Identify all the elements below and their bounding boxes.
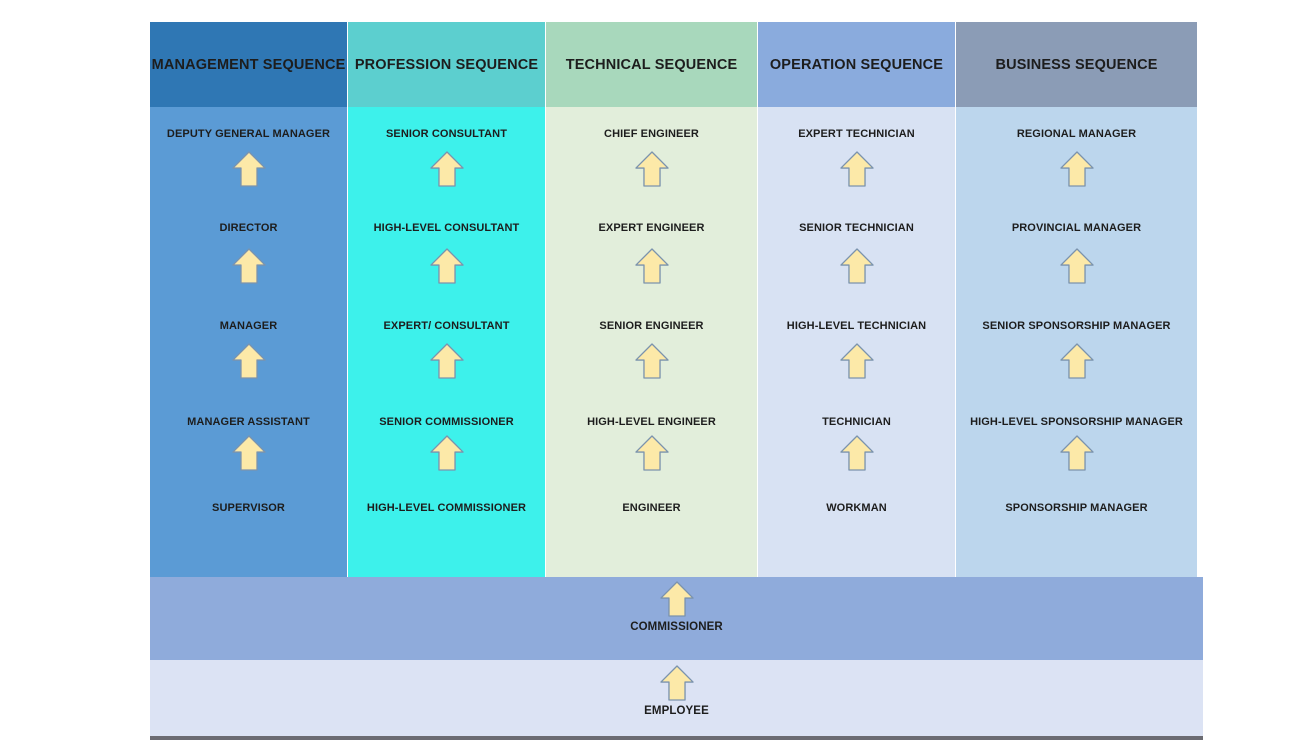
- up-arrow-icon: [429, 248, 464, 284]
- rung-label[interactable]: SENIOR COMMISSIONER: [379, 416, 514, 428]
- up-arrow-icon: [231, 343, 266, 379]
- sequence-header-label: TECHNICAL SEQUENCE: [565, 56, 738, 73]
- up-arrow-icon: [429, 151, 464, 187]
- up-arrow-icon: [839, 151, 874, 187]
- sequence-header-technical[interactable]: TECHNICAL SEQUENCE: [546, 22, 757, 107]
- sequence-header-profession[interactable]: PROFESSION SEQUENCE: [348, 22, 545, 107]
- band-commissioner: COMMISSIONER: [150, 577, 1203, 660]
- up-arrow-icon: [1059, 435, 1094, 471]
- up-arrow-icon: [839, 248, 874, 284]
- rung-label[interactable]: EXPERT/ CONSULTANT: [383, 320, 510, 332]
- rung-label[interactable]: HIGH-LEVEL CONSULTANT: [373, 222, 520, 234]
- sequence-header-management[interactable]: MANAGEMENT SEQUENCE: [150, 22, 347, 107]
- sequence-column-operation: EXPERT TECHNICIAN SENIOR TECHNICIAN HIGH-L…: [758, 107, 955, 577]
- rung-label[interactable]: MANAGER ASSISTANT: [187, 416, 310, 428]
- sequence-column-technical: CHIEF ENGINEER EXPERT ENGINEER SENIOR ENGI…: [546, 107, 757, 577]
- rung-label[interactable]: CHIEF ENGINEER: [604, 128, 699, 140]
- up-arrow-icon: [1059, 151, 1094, 187]
- sequence-header-label: MANAGEMENT SEQUENCE: [151, 56, 346, 73]
- sequence-header-operation[interactable]: OPERATION SEQUENCE: [758, 22, 955, 107]
- sequence-header-label: OPERATION SEQUENCE: [769, 56, 944, 73]
- rung-label[interactable]: DEPUTY GENERAL MANAGER: [166, 128, 331, 140]
- up-arrow-icon: [1059, 248, 1094, 284]
- up-arrow-icon: [429, 435, 464, 471]
- rung-stack: DEPUTY GENERAL MANAGER DIRECTOR MANAGER MAN…: [150, 107, 347, 577]
- band-label[interactable]: COMMISSIONER: [630, 621, 723, 633]
- sequence-columns: DEPUTY GENERAL MANAGER DIRECTOR MANAGER MAN…: [150, 107, 1203, 577]
- up-arrow-icon: [659, 665, 694, 701]
- career-sequence-diagram: MANAGEMENT SEQUENCE PROFESSION SEQUENCE TE…: [150, 22, 1203, 740]
- up-arrow-icon: [839, 343, 874, 379]
- rung-label[interactable]: EXPERT TECHNICIAN: [798, 128, 915, 140]
- band-label[interactable]: EMPLOYEE: [644, 705, 709, 717]
- rung-label[interactable]: SENIOR ENGINEER: [599, 320, 704, 332]
- up-arrow-icon: [659, 581, 694, 617]
- rung-label[interactable]: HIGH-LEVEL TECHNICIAN: [786, 320, 927, 332]
- rung-label[interactable]: TECHNICIAN: [822, 416, 891, 428]
- rung-label[interactable]: HIGH-LEVEL ENGINEER: [587, 416, 716, 428]
- up-arrow-icon: [231, 248, 266, 284]
- sequence-column-management: DEPUTY GENERAL MANAGER DIRECTOR MANAGER MAN…: [150, 107, 347, 577]
- up-arrow-icon: [634, 343, 669, 379]
- sequence-header-business[interactable]: BUSINESS SEQUENCE: [956, 22, 1197, 107]
- rung-label[interactable]: SPONSORSHIP MANAGER: [1005, 502, 1148, 514]
- rung-stack: EXPERT TECHNICIAN SENIOR TECHNICIAN HIGH-L…: [758, 107, 955, 577]
- rung-label[interactable]: SENIOR CONSULTANT: [385, 128, 508, 140]
- up-arrow-icon: [429, 343, 464, 379]
- sequence-column-business: REGIONAL MANAGER PROVINCIAL MANAGER SENIOR…: [956, 107, 1197, 577]
- rung-stack: REGIONAL MANAGER PROVINCIAL MANAGER SENIOR…: [956, 107, 1197, 577]
- up-arrow-icon: [634, 435, 669, 471]
- rung-label[interactable]: DIRECTOR: [219, 222, 278, 234]
- sequence-header-row: MANAGEMENT SEQUENCE PROFESSION SEQUENCE TE…: [150, 22, 1203, 107]
- rung-label[interactable]: HIGH-LEVEL SPONSORSHIP MANAGER: [970, 416, 1183, 428]
- rung-label[interactable]: WORKMAN: [826, 502, 887, 514]
- up-arrow-icon: [634, 248, 669, 284]
- up-arrow-icon: [839, 435, 874, 471]
- up-arrow-icon: [231, 151, 266, 187]
- band-employee: EMPLOYEE: [150, 660, 1203, 736]
- rung-label[interactable]: SUPERVISOR: [212, 502, 285, 514]
- rung-label[interactable]: SENIOR SPONSORSHIP MANAGER: [982, 320, 1171, 332]
- rung-stack: CHIEF ENGINEER EXPERT ENGINEER SENIOR ENGI…: [546, 107, 757, 577]
- sequence-column-profession: SENIOR CONSULTANT HIGH-LEVEL CONSULTANT EX…: [348, 107, 545, 577]
- up-arrow-icon: [231, 435, 266, 471]
- rung-label[interactable]: EXPERT ENGINEER: [598, 222, 705, 234]
- rung-label[interactable]: SENIOR TECHNICIAN: [799, 222, 914, 234]
- rung-label[interactable]: MANAGER: [219, 320, 278, 332]
- baseline-bar: [150, 736, 1203, 740]
- rung-label[interactable]: ENGINEER: [622, 502, 681, 514]
- rung-label[interactable]: HIGH-LEVEL COMMISSIONER: [366, 502, 527, 514]
- sequence-header-label: PROFESSION SEQUENCE: [354, 56, 539, 73]
- up-arrow-icon: [1059, 343, 1094, 379]
- rung-stack: SENIOR CONSULTANT HIGH-LEVEL CONSULTANT EX…: [348, 107, 545, 577]
- up-arrow-icon: [634, 151, 669, 187]
- rung-label[interactable]: REGIONAL MANAGER: [1016, 128, 1137, 140]
- sequence-header-label: BUSINESS SEQUENCE: [995, 56, 1158, 73]
- rung-label[interactable]: PROVINCIAL MANAGER: [1011, 222, 1142, 234]
